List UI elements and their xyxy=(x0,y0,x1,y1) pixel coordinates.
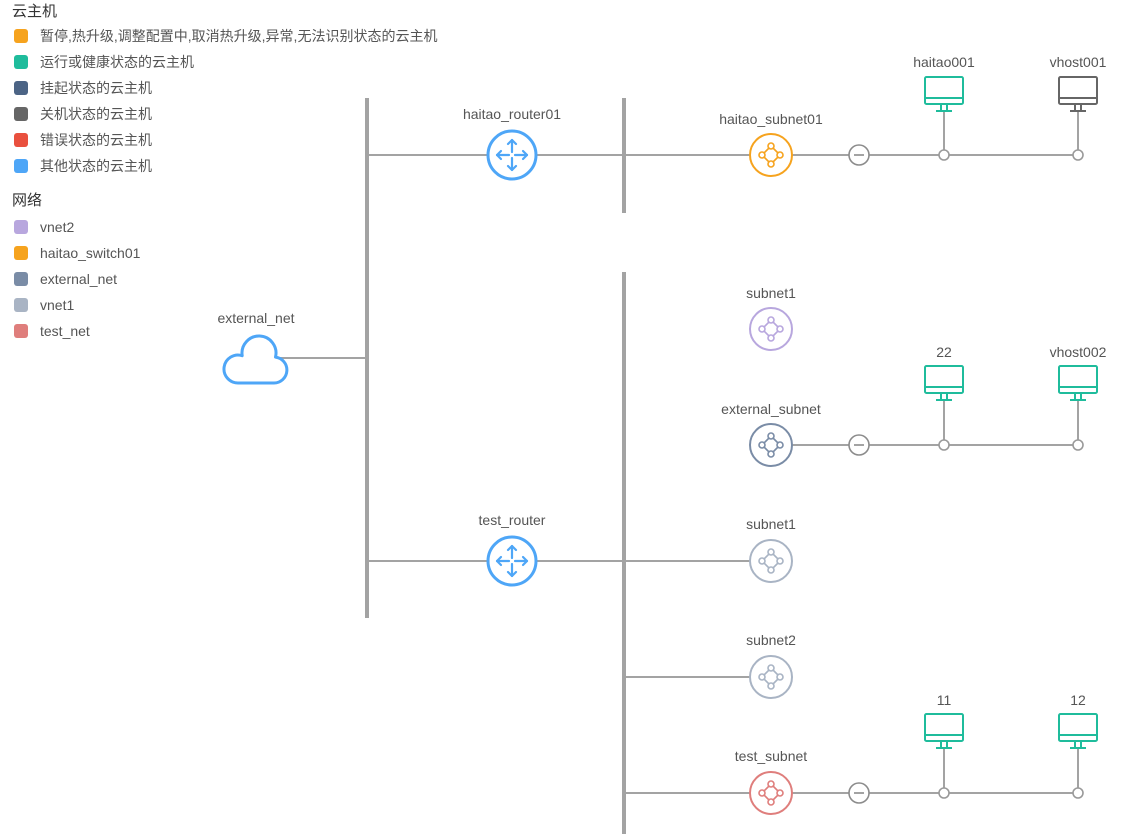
host-label: vhost002 xyxy=(1050,344,1107,360)
subnet-node-external-subnet[interactable]: external_subnet xyxy=(721,401,821,467)
legend-label: vnet1 xyxy=(40,297,75,313)
host-node-22[interactable]: 22 xyxy=(924,344,964,401)
legend-swatch xyxy=(14,107,28,121)
router-label: test_router xyxy=(479,512,546,528)
collapse-hosts-button[interactable] xyxy=(848,144,870,166)
host-label: 22 xyxy=(936,344,952,360)
legend-item-host-state: 其他状态的云主机 xyxy=(12,153,482,179)
legend-item-host-state: 暂停,热升级,调整配置中,取消热升级,异常,无法识别状态的云主机 xyxy=(12,23,482,49)
legend-label: vnet2 xyxy=(40,219,75,235)
legend-swatch xyxy=(14,220,28,234)
router-node-haitao-router01[interactable]: haitao_router01 xyxy=(463,106,561,181)
host-node-vhost002[interactable]: vhost002 xyxy=(1050,344,1107,401)
collapse-hosts-button[interactable] xyxy=(848,782,870,804)
subnet-label: subnet1 xyxy=(746,516,796,532)
legend-swatch xyxy=(14,55,28,69)
legend-swatch xyxy=(14,246,28,260)
subnet-label: external_subnet xyxy=(721,401,821,417)
legend-label: 运行或健康状态的云主机 xyxy=(40,54,194,70)
host-node-haitao001[interactable]: haitao001 xyxy=(913,54,975,112)
legend-label: 其他状态的云主机 xyxy=(40,158,152,174)
subnet-node-subnet1-vnet1[interactable]: subnet1 xyxy=(746,516,796,583)
port-endpoint xyxy=(1072,149,1084,161)
cloud-icon xyxy=(222,334,289,385)
legend-item-network: external_net xyxy=(12,266,482,292)
legend-item-host-state: 错误状态的云主机 xyxy=(12,127,482,153)
port-endpoint xyxy=(938,149,950,161)
host-label: vhost001 xyxy=(1050,54,1107,70)
legend-label: haitao_switch01 xyxy=(40,245,141,261)
legend-item-network: vnet1 xyxy=(12,292,482,318)
collapse-hosts-button[interactable] xyxy=(848,434,870,456)
legend-label: 暂停,热升级,调整配置中,取消热升级,异常,无法识别状态的云主机 xyxy=(40,28,438,44)
subnet-icon xyxy=(749,423,793,467)
subnet-label: haitao_subnet01 xyxy=(719,111,823,127)
subnet-icon xyxy=(749,539,793,583)
legend-item-host-state: 关机状态的云主机 xyxy=(12,101,482,127)
monitor-icon xyxy=(924,365,964,401)
minus-circle-icon xyxy=(848,782,870,804)
router-icon xyxy=(486,129,538,181)
subnet-label: subnet1 xyxy=(746,285,796,301)
legend-item-network: vnet2 xyxy=(12,214,482,240)
legend-swatch xyxy=(14,159,28,173)
host-node-vhost001[interactable]: vhost001 xyxy=(1050,54,1107,112)
legend-swatch xyxy=(14,272,28,286)
monitor-icon xyxy=(1058,713,1098,749)
subnet-icon xyxy=(749,307,793,351)
subnet-node-haitao-subnet01[interactable]: haitao_subnet01 xyxy=(719,111,823,177)
host-legend-title: 云主机 xyxy=(12,3,58,20)
port-endpoint xyxy=(1072,439,1084,451)
legend-label: external_net xyxy=(40,271,118,287)
monitor-icon xyxy=(924,76,964,112)
port-endpoint xyxy=(938,439,950,451)
subnet-icon xyxy=(749,133,793,177)
network-legend-title: 网络 xyxy=(12,192,43,209)
external-net-label: external_net xyxy=(217,310,294,326)
subnet-label: subnet2 xyxy=(746,632,796,648)
monitor-icon xyxy=(1058,76,1098,112)
monitor-icon xyxy=(924,713,964,749)
subnet-icon xyxy=(749,771,793,815)
port-endpoint xyxy=(938,787,950,799)
legend: 云主机 暂停,热升级,调整配置中,取消热升级,异常,无法识别状态的云主机 运行或… xyxy=(12,2,482,344)
legend-item-network: test_net xyxy=(12,318,482,344)
legend-label: 错误状态的云主机 xyxy=(40,132,152,148)
legend-item-host-state: 运行或健康状态的云主机 xyxy=(12,49,482,75)
monitor-icon xyxy=(1058,365,1098,401)
host-label: 12 xyxy=(1070,692,1086,708)
subnet-node-subnet1-vnet2[interactable]: subnet1 xyxy=(746,285,796,351)
host-label: haitao001 xyxy=(913,54,975,70)
host-node-11[interactable]: 11 xyxy=(924,692,964,749)
legend-swatch xyxy=(14,133,28,147)
minus-circle-icon xyxy=(848,434,870,456)
port-endpoints xyxy=(938,149,1084,799)
subnet-label: test_subnet xyxy=(735,748,807,764)
subnet-node-test-subnet[interactable]: test_subnet xyxy=(735,748,807,815)
minus-circle-icon xyxy=(848,144,870,166)
router-label: haitao_router01 xyxy=(463,106,561,122)
legend-swatch xyxy=(14,81,28,95)
legend-item-host-state: 挂起状态的云主机 xyxy=(12,75,482,101)
legend-swatch xyxy=(14,298,28,312)
legend-label: 挂起状态的云主机 xyxy=(40,80,152,96)
router-node-test-router[interactable]: test_router xyxy=(479,512,546,587)
legend-item-network: haitao_switch01 xyxy=(12,240,482,266)
legend-label: 关机状态的云主机 xyxy=(40,106,152,122)
legend-swatch xyxy=(14,324,28,338)
subnet-node-subnet2[interactable]: subnet2 xyxy=(746,632,796,699)
legend-swatch xyxy=(14,29,28,43)
external-net-node[interactable]: external_net xyxy=(217,310,295,385)
subnet-icon xyxy=(749,655,793,699)
router-icon xyxy=(486,535,538,587)
legend-label: test_net xyxy=(40,323,90,339)
topology-links xyxy=(262,98,1079,834)
port-endpoint xyxy=(1072,787,1084,799)
host-node-12[interactable]: 12 xyxy=(1058,692,1098,749)
host-label: 11 xyxy=(937,692,952,708)
